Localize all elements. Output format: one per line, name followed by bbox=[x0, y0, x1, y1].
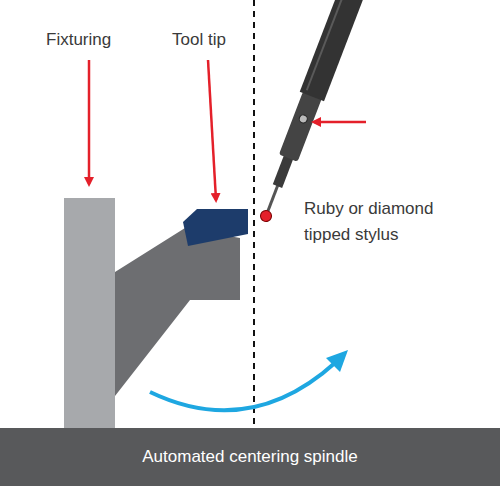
spindle-label: Automated centering spindle bbox=[142, 447, 357, 467]
fixture-post bbox=[64, 198, 115, 430]
center-line bbox=[253, 0, 255, 428]
pointer-arrow bbox=[208, 60, 216, 200]
pointer-arrow bbox=[314, 121, 366, 124]
tool-holder bbox=[115, 228, 240, 396]
part-label: Ruby or diamond tipped stylus bbox=[304, 196, 472, 248]
part-label: Tool tip bbox=[172, 27, 282, 53]
part-label: Fixturing bbox=[46, 27, 166, 53]
stylus bbox=[252, 0, 397, 226]
rotation-arrowhead bbox=[326, 350, 348, 372]
tool-tip-insert bbox=[183, 209, 248, 246]
rotation-arrow bbox=[150, 362, 336, 410]
pointer-arrow bbox=[88, 60, 91, 184]
spindle-band: Automated centering spindle bbox=[0, 428, 500, 486]
